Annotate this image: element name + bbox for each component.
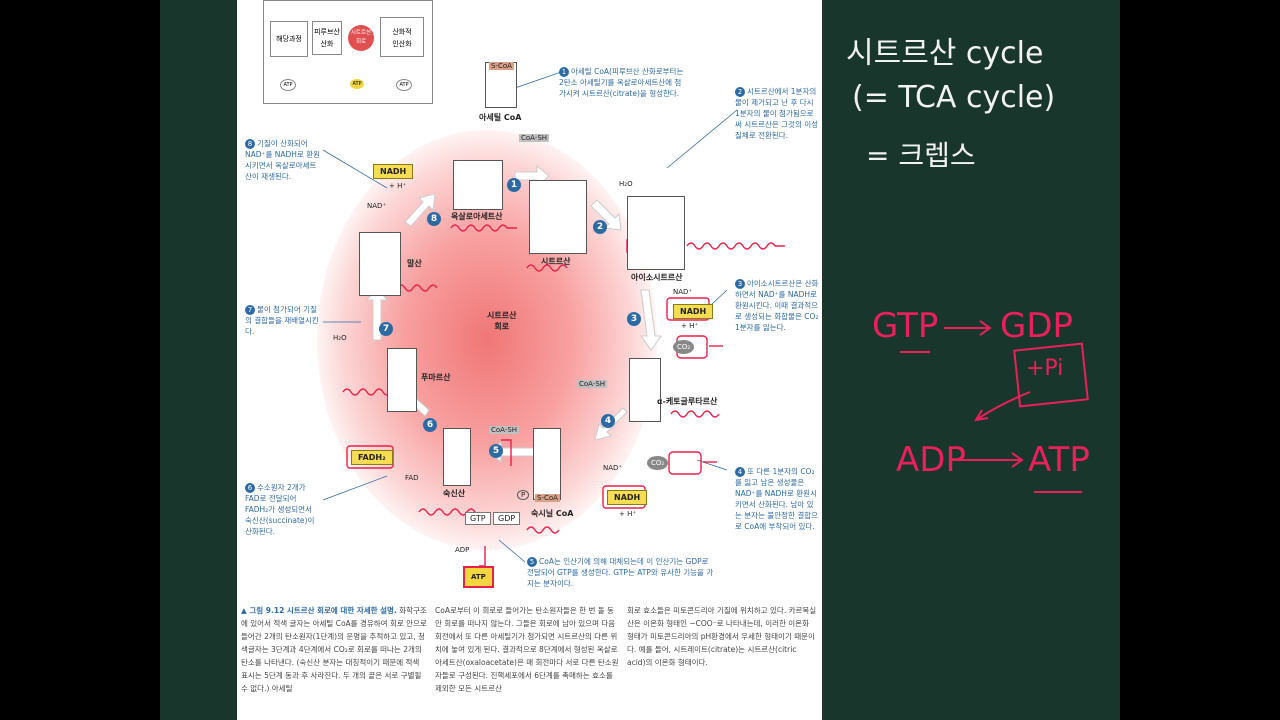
succinyl-coa-structure: [533, 428, 561, 500]
nadh-box-4: NADH: [607, 490, 648, 505]
overview-glycolysis: 해당과정: [270, 21, 308, 57]
succinate-structure: [443, 428, 471, 486]
adp-5: ADP: [455, 546, 470, 554]
fadh2-box: FADH₂: [351, 450, 393, 465]
akg-label: α-케토글루타르산: [657, 397, 718, 406]
tag-scoa-2: S-CoA: [535, 494, 560, 502]
overview-atp-1: ATP: [280, 79, 296, 91]
note-krebs: = 크렙스: [866, 139, 976, 172]
caption-col1-text: 화학구조에 있어서 적색 글자는 아세틸 CoA를 경유하여 회로 안으로 들어…: [241, 606, 427, 693]
malate-label: 말산: [407, 259, 422, 268]
nad-3: NAD⁺: [673, 288, 693, 296]
step-4: 4: [601, 414, 615, 428]
nad-4: NAD⁺: [603, 464, 623, 472]
step-1: 1: [507, 178, 521, 192]
citrate-label: 시트르산: [541, 257, 571, 266]
step-2: 2: [593, 220, 607, 234]
succinate-label: 숙신산: [443, 489, 466, 498]
step-6: 6: [423, 418, 437, 432]
nad-8: NAD⁺: [367, 202, 387, 210]
h2o-7: H₂O: [333, 334, 347, 342]
coash-4: CoA-SH: [577, 380, 608, 388]
hplus-3: + H⁺: [681, 322, 699, 330]
gtp-box: GTP: [465, 512, 491, 525]
overview-diagram: 해당과정 피루브산 산화 시트르산 회로 산화적 인산화 ATP ATP ATP: [263, 0, 433, 104]
step-5: 5: [489, 444, 503, 458]
caption-column-1: ▲ 그림 9.12 시트르산 회로에 대한 자세한 설명. 화학구조에 있어서 …: [241, 604, 427, 695]
acetyl-coa-label: 아세틸 CoA: [479, 113, 522, 122]
note-citric-acid-cycle: 시트르산 cycle: [846, 36, 1044, 71]
overview-atp-3: ATP: [396, 79, 412, 91]
step-3: 3: [627, 312, 641, 326]
isocitrate-label: 아이소시트르산: [631, 273, 683, 282]
coash-5: CoA-SH: [489, 426, 520, 434]
isocitrate-structure: [627, 196, 685, 270]
cycle-center-label: 시트르산 회로: [487, 311, 517, 331]
co2-4: CO₂: [647, 456, 669, 470]
cycle-arrows: [322, 69, 785, 567]
malate-structure: [359, 232, 401, 296]
caption-title: ▲ 그림 9.12 시트르산 회로에 대한 자세한 설명.: [241, 606, 397, 615]
co2-3: CO₂: [673, 340, 695, 354]
oxaloacetate-structure: [453, 160, 503, 210]
note-gdp: GDP: [1000, 306, 1074, 346]
h2o-2: H₂O: [619, 180, 633, 188]
step-7: 7: [379, 322, 393, 336]
succinyl-coa-label: 숙시닐 CoA: [531, 509, 574, 518]
fumarate-label: 푸마르산: [421, 373, 451, 382]
step-8: 8: [427, 212, 441, 226]
caption-column-2: CoA로부터 이 회로로 들어가는 탄소원자들은 한 번 돌 동안 회로를 떠나…: [435, 606, 619, 693]
overview-atp-2: ATP: [350, 79, 364, 89]
overview-cycle: 시트르산 회로: [348, 25, 374, 51]
note-gtp: GTP: [872, 306, 939, 346]
gdp-box: GDP: [493, 512, 521, 525]
caption-column-3: 회로 효소들은 미토콘드리아 기질에 위치하고 있다. 카르복실산은 이온화 형…: [627, 606, 817, 667]
note-pi: +Pi: [1026, 356, 1064, 381]
nadh-box-8: NADH: [373, 164, 414, 179]
nadh-box-3: NADH: [673, 304, 714, 319]
pi-5: P: [517, 490, 530, 500]
hplus-8: + H⁺: [389, 182, 407, 190]
textbook-page: 해당과정 피루브산 산화 시트르산 회로 산화적 인산화 ATP ATP ATP…: [237, 0, 822, 720]
atp-5: ATP: [463, 566, 494, 588]
oxaloacetate-label: 옥살로아세트산: [451, 212, 503, 221]
note-tca-cycle: (= TCA cycle): [852, 80, 1056, 115]
fumarate-structure: [387, 348, 417, 412]
citrate-structure: [529, 180, 587, 254]
tag-scoa-1: S-CoA: [489, 62, 514, 70]
overview-pyruvate: 피루브산 산화: [312, 21, 342, 55]
hplus-4: + H⁺: [619, 510, 637, 518]
tag-coash-1: CoA-SH: [519, 134, 550, 142]
overview-oxphos: 산화적 인산화: [380, 17, 424, 57]
fad-6: FAD: [405, 474, 419, 482]
note-atp: ATP: [1028, 440, 1090, 480]
akg-structure: [629, 358, 661, 422]
